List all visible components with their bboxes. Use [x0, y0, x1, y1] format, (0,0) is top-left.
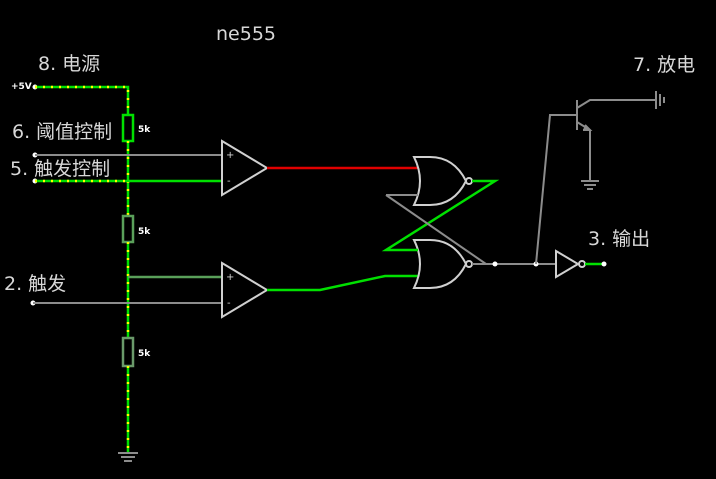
pin-output-label: 3. 输出	[588, 228, 650, 250]
comparator-trigger-plus: +	[226, 272, 234, 283]
pin-power-label: 8. 电源	[38, 53, 100, 75]
pin-discharge-label: 7. 放电	[633, 54, 695, 76]
discharge-transistor[interactable]	[576, 99, 655, 180]
ground-icon	[118, 452, 138, 462]
supply-wire-current	[35, 85, 130, 115]
comparator-trigger-minus: -	[227, 298, 231, 309]
transistor-ground-icon	[581, 180, 599, 190]
latch-output-node	[492, 261, 498, 267]
comparator-threshold-minus: -	[227, 176, 231, 187]
comparator-trigger[interactable]: + -	[221, 261, 269, 319]
transistor-base-wire	[535, 114, 577, 265]
latch-feedback-bottom	[385, 194, 487, 265]
discharge-ground-icon	[655, 91, 665, 109]
pin-control-label: 5. 触发控制	[10, 158, 110, 180]
comparator-threshold[interactable]: + -	[221, 139, 269, 197]
output-inverter[interactable]	[555, 249, 586, 279]
resistor-middle[interactable]	[121, 214, 135, 244]
resistor-top[interactable]	[121, 113, 135, 143]
resistor-top-value: 5k	[138, 125, 151, 135]
output-terminal[interactable]	[601, 261, 607, 267]
supply-voltage-label: +5V	[11, 82, 32, 92]
resistor-bottom-value: 5k	[138, 349, 151, 359]
resistor-bottom[interactable]	[121, 336, 135, 368]
comparator-threshold-plus: +	[226, 150, 234, 161]
supply-wire	[35, 85, 130, 115]
nor-gate-top[interactable]	[412, 156, 473, 206]
latch-feedback-top	[381, 179, 500, 252]
comparator-trigger-output-wire	[267, 274, 418, 292]
circuit-title: ne555	[216, 23, 276, 45]
pin-threshold-label: 6. 阈值控制	[12, 121, 112, 143]
pin-trigger-label: 2. 触发	[4, 273, 66, 295]
resistor-middle-value: 5k	[138, 227, 151, 237]
